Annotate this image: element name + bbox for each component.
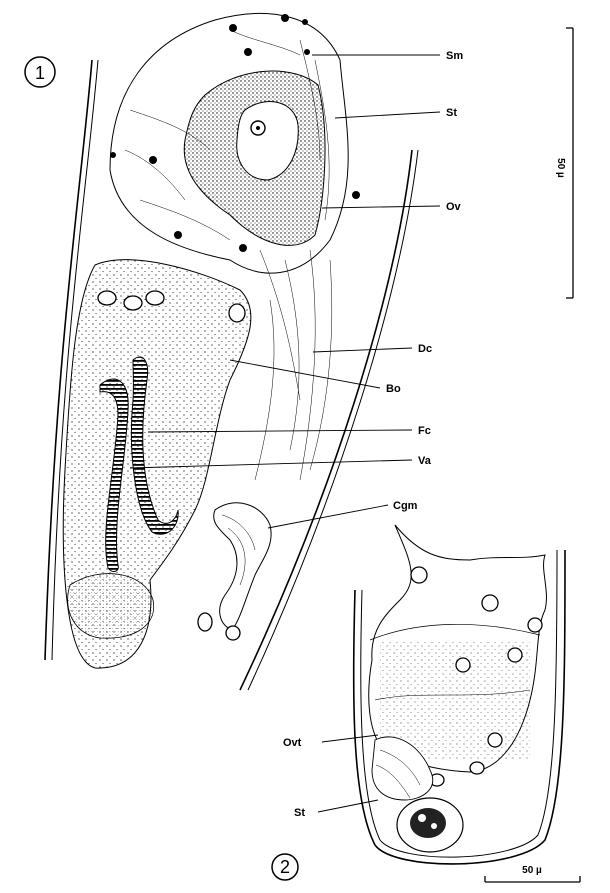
- right-body-wall: [239, 149, 413, 691]
- label-Sm: Sm: [446, 50, 463, 62]
- vagina-tube-left: [99, 378, 129, 573]
- scale-bar-2-label: 50 µ: [522, 865, 542, 876]
- panel-2-number: 2: [280, 857, 290, 877]
- panel-1-number: 1: [35, 63, 45, 83]
- panel-1-labels: [129, 54, 441, 529]
- cgm-structure: [213, 502, 272, 631]
- label-Ovt: Ovt: [283, 737, 302, 749]
- label-Va: Va: [418, 455, 432, 467]
- label-Bo: Bo: [386, 383, 401, 395]
- panel-2-marker: 2: [271, 853, 299, 881]
- label-Cgm: Cgm: [393, 500, 418, 512]
- label-St: St: [446, 107, 457, 119]
- panel-1-drawing: [44, 13, 419, 691]
- panel-2-body-wall: [352, 549, 566, 865]
- scale-bar-1-label: 50 µ: [555, 158, 566, 178]
- label-St-2: St: [294, 807, 305, 819]
- panel-2-drawing: [352, 524, 566, 865]
- label-Dc: Dc: [418, 343, 432, 355]
- left-body-wall: [44, 59, 93, 661]
- label-Fc: Fc: [418, 425, 431, 437]
- organ-base: [67, 573, 155, 639]
- scale-bar-1: 50 µ: [555, 27, 574, 299]
- panel-2-labels: [317, 734, 379, 813]
- label-Ov: Ov: [446, 201, 462, 213]
- oocyte-nucleus: [236, 101, 299, 181]
- vagina-tube-right: [130, 356, 179, 535]
- panel-1-marker: 1: [24, 56, 56, 88]
- scale-bar-2: 50 µ: [484, 865, 581, 883]
